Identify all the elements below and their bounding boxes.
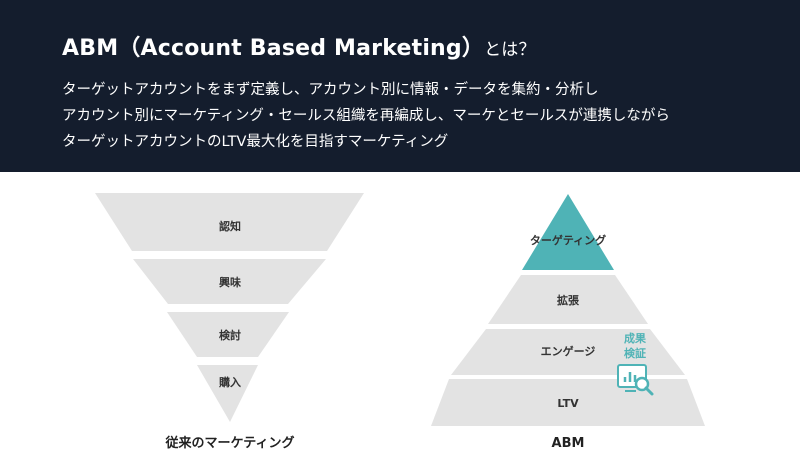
measurement-label-line-2: 検証 [624,346,646,360]
title-suffix: とは？ [484,40,536,60]
pyramid-stage-engagement [451,329,685,375]
page-title: ABM（Account Based Marketing）とは？ [62,30,536,62]
header-banner: ABM（Account Based Marketing）とは？ ターゲットアカウ… [0,0,800,172]
funnel-label-interest: 興味 [219,275,241,289]
pyramid-label-engagement: エンゲージ [541,344,596,358]
measurement-callout: 成果 検証 [617,331,654,396]
pyramid-stage-targeting [522,194,614,270]
description-line-3: ターゲットアカウントのLTV最大化を目指すマーケティング [62,134,449,150]
pyramid-stage-ltv [431,379,705,426]
description-line-1: ターゲットアカウントをまず定義し、アカウント別に情報・データを集約・分析し [62,82,599,98]
funnel-label-awareness: 認知 [219,219,241,233]
pyramid-label-ltv: LTV [557,397,579,410]
traditional-funnel: 認知 興味 検討 購入 従来のマーケティング [95,193,364,451]
funnel-stage-consideration [167,312,289,357]
funnel-stage-purchase [197,365,258,422]
traditional-caption: 従来のマーケティング [165,435,295,451]
pyramid-label-expansion: 拡張 [557,293,580,307]
funnel-stage-interest [133,259,326,304]
funnel-stage-awareness [95,193,364,251]
funnel-label-consideration: 検討 [219,328,241,342]
pyramid-stage-expansion [488,275,648,324]
description-line-2: アカウント別にマーケティング・セールス組織を再編成し、マーケとセールスが連携しな… [62,108,670,124]
funnel-label-purchase: 購入 [218,375,241,389]
comparison-diagram: 認知 興味 検討 購入 従来のマーケティング ターゲティング 拡張 エンゲージ … [95,193,705,451]
abm-caption: ABM [552,436,585,451]
pyramid-label-targeting: ターゲティング [530,233,606,247]
abm-pyramid: ターゲティング 拡張 エンゲージ LTV ABM 成果 検証 [431,194,705,451]
chart-search-icon [617,364,654,396]
title-main: ABM（Account Based Marketing） [62,36,485,61]
measurement-label-line-1: 成果 [624,331,646,345]
